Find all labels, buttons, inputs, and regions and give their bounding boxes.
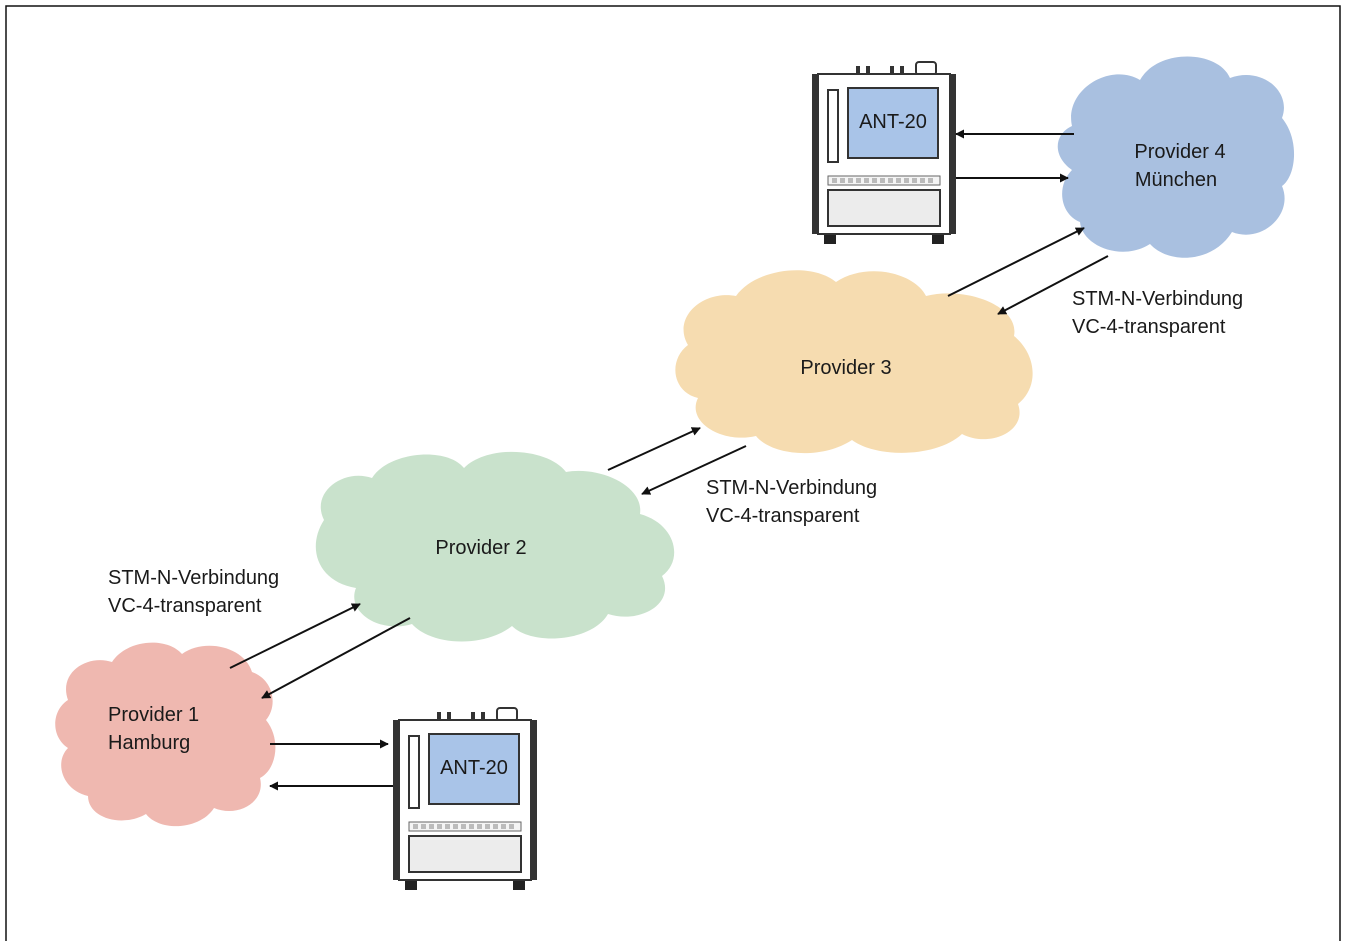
link-p1-p2-label-1: STM-N-Verbindung bbox=[108, 567, 279, 589]
provider-1-name: Provider 1 bbox=[108, 704, 199, 726]
ant20-bottom-label: ANT-20 bbox=[440, 757, 508, 779]
link-p1-p2-label-2: VC-4-transparent bbox=[108, 595, 262, 617]
link-p3-p4-label-2: VC-4-transparent bbox=[1072, 316, 1226, 338]
arrow-p2-to-p3 bbox=[607, 427, 701, 471]
ant20-top-label: ANT-20 bbox=[859, 111, 927, 133]
arrow-p1-to-p2 bbox=[229, 603, 361, 669]
ant20-device-bottom: ANT-20 bbox=[392, 707, 538, 891]
arrow-p4-to-p3 bbox=[997, 255, 1109, 315]
provider-3-cloud bbox=[675, 270, 1033, 454]
provider-4-name: Provider 4 bbox=[1134, 141, 1225, 163]
ant20-device-top: ANT-20 bbox=[811, 61, 957, 245]
link-p2-p3-label-2: VC-4-transparent bbox=[706, 505, 860, 527]
provider-1-city: Hamburg bbox=[108, 732, 190, 754]
provider-4-city: München bbox=[1135, 169, 1217, 191]
page-border bbox=[5, 5, 1341, 946]
link-p3-p4-label-1: STM-N-Verbindung bbox=[1072, 288, 1243, 310]
provider-3-name: Provider 3 bbox=[800, 357, 891, 379]
provider-2-name: Provider 2 bbox=[435, 537, 526, 559]
arrow-p3-to-p2 bbox=[641, 445, 747, 495]
link-p2-p3-label-1: STM-N-Verbindung bbox=[706, 477, 877, 499]
arrow-p2-to-p1 bbox=[261, 617, 411, 699]
provider-1-cloud bbox=[55, 642, 276, 827]
provider-2-cloud bbox=[315, 451, 675, 642]
provider-4-cloud bbox=[1057, 56, 1295, 258]
arrow-p3-to-p4 bbox=[947, 227, 1085, 297]
